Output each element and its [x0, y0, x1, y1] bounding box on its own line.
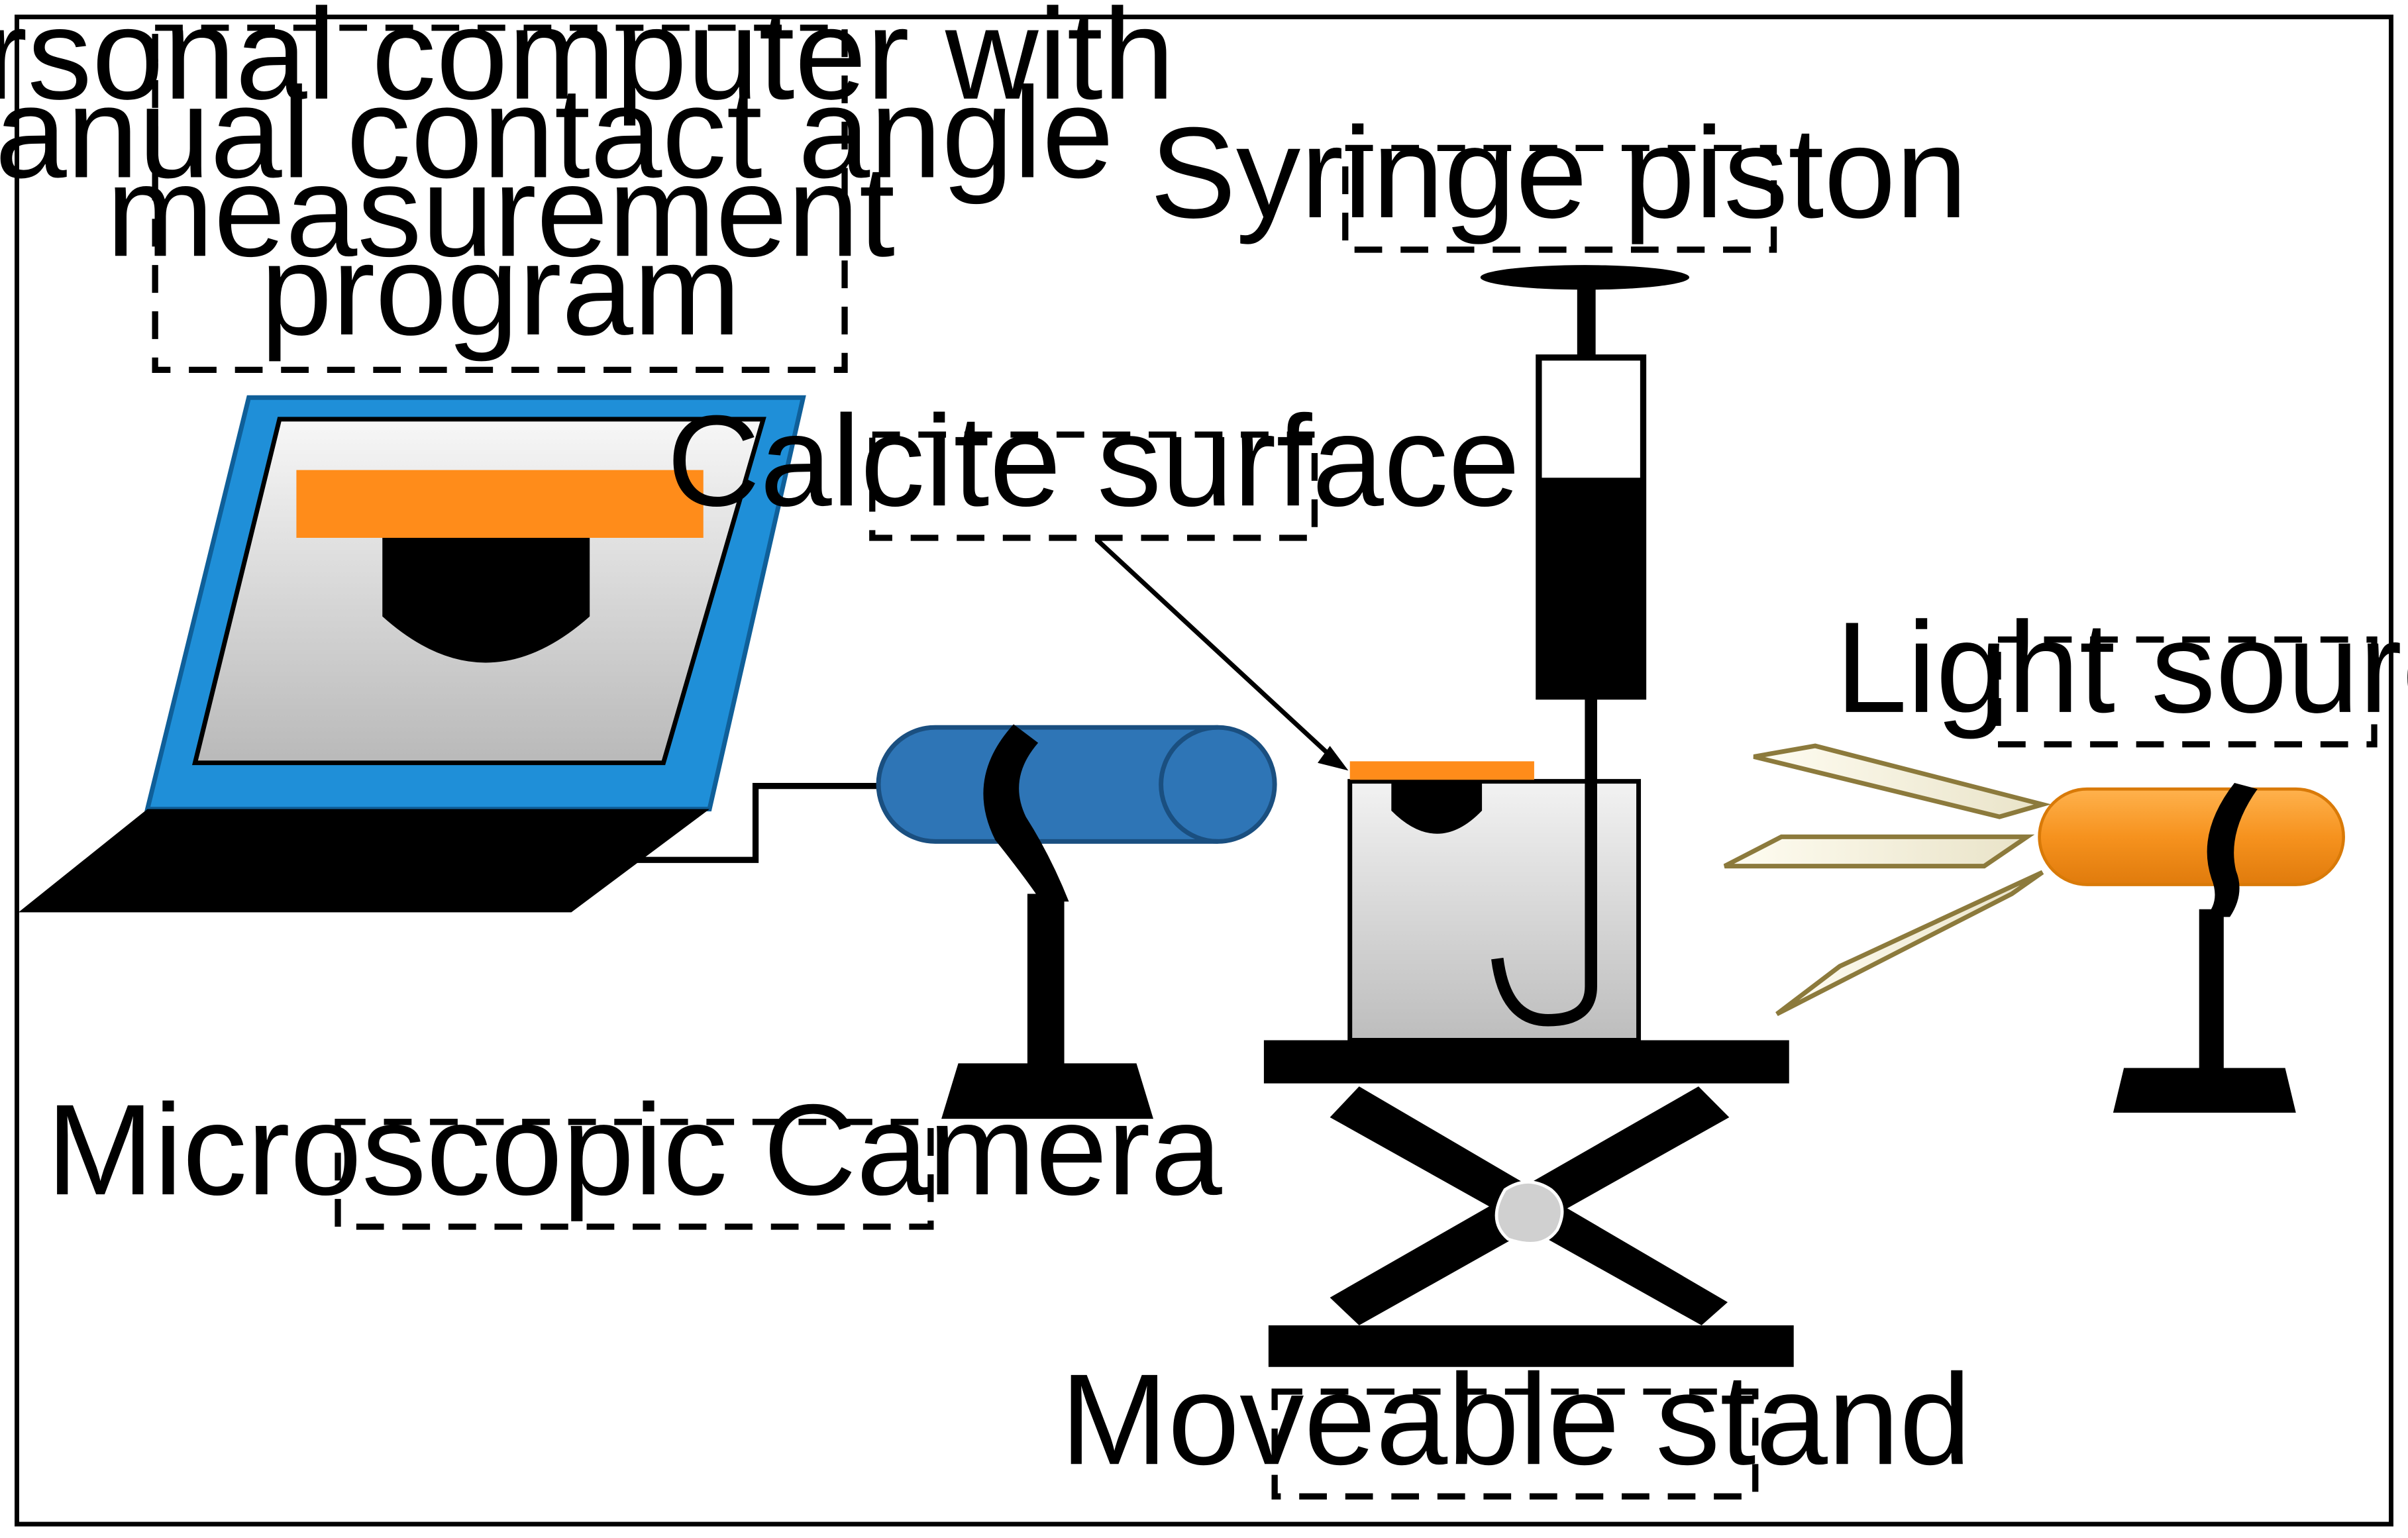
light-beam-middle [1723, 834, 2035, 869]
needle-in-tank [1491, 781, 1597, 1027]
syringe-fluid [1538, 478, 1644, 697]
moveable-stand-drawing [1263, 1040, 1794, 1367]
stand-base-plate [1268, 1325, 1794, 1367]
label-calcite-box [869, 431, 1318, 541]
label-light-text: Light source [1836, 595, 2408, 740]
screen-calcite-surface [296, 470, 704, 538]
calcite-pointer-line [1094, 537, 1335, 760]
light-post [2199, 909, 2224, 1072]
microscopic-camera [876, 724, 1277, 1119]
label-stand-box [1271, 1388, 1759, 1500]
light-source-drawing [1723, 743, 2345, 1113]
light-beam-lower [1775, 870, 2044, 1017]
camera-body [876, 725, 1277, 844]
label-syringe-box [1342, 144, 1777, 253]
label-stand: Moveable stand [1061, 1347, 1971, 1500]
label-syringe: Syringe piston [1150, 101, 1967, 253]
label-computer-line-2: Manual contact angle [0, 60, 1114, 205]
camera-base [941, 1063, 1153, 1119]
label-computer-line-3: measurement [106, 139, 895, 283]
light-body [2038, 787, 2345, 886]
camera-lens-edge [1159, 725, 1218, 844]
calcite-pointer [1094, 537, 1349, 771]
label-calcite-text: Calcite surface [667, 389, 1520, 533]
light-clamp [2205, 782, 2258, 917]
label-calcite: Calcite surface [667, 389, 1520, 541]
label-computer-box [152, 25, 848, 374]
laptop [18, 395, 806, 913]
test-cell [1347, 761, 1642, 1043]
stand-top-plate [1263, 1040, 1789, 1084]
stand-pivot [1494, 1180, 1564, 1245]
label-camera-box [335, 1119, 934, 1230]
label-syringe-text: Syringe piston [1150, 101, 1967, 245]
label-computer-line-1: Personal computer with [0, 0, 1175, 127]
camera-cable [633, 782, 879, 863]
label-camera: Microscopic Camera [46, 1078, 1222, 1230]
calcite-pointer-arrowhead [1318, 746, 1349, 771]
camera-post [1027, 894, 1065, 1067]
syringe-plunger-head [1480, 265, 1690, 290]
label-light-box [1995, 636, 2378, 748]
label-computer-line-4: program [260, 218, 741, 362]
light-beam-upper [1753, 743, 2052, 819]
label-computer: Personal computer with Manual contact an… [0, 0, 1175, 374]
outer-frame [15, 15, 2393, 1527]
light-base [2113, 1068, 2296, 1113]
laptop-keyboard [18, 809, 710, 913]
label-stand-text: Moveable stand [1061, 1347, 1971, 1492]
label-camera-text: Microscopic Camera [46, 1078, 1222, 1222]
camera-clamp [983, 724, 1069, 902]
calcite-surface-plate [1349, 761, 1534, 780]
screen-droplet [382, 538, 590, 663]
tank-droplet [1391, 782, 1483, 834]
label-light: Light source [1836, 595, 2408, 748]
